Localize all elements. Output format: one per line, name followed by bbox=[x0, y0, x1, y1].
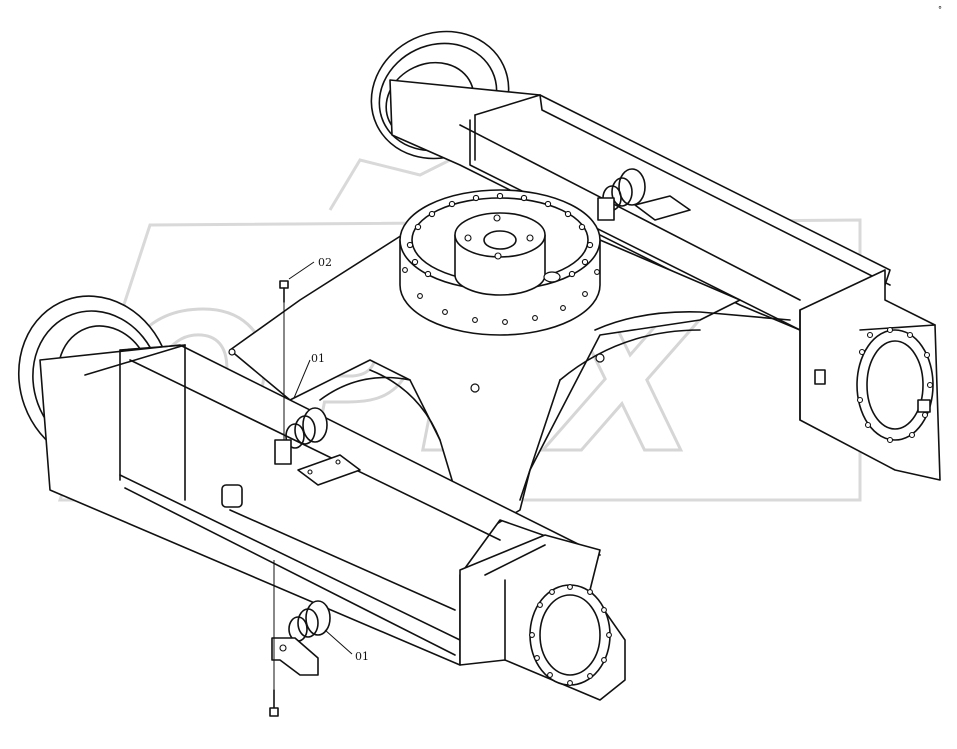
carrier-roller-front bbox=[274, 407, 328, 465]
bolt-upper bbox=[279, 280, 289, 303]
slewing-ring bbox=[399, 189, 601, 336]
callout-01-carrier-roller-exploded: 01 bbox=[355, 650, 369, 663]
center-frame bbox=[228, 229, 791, 541]
corner-mark: ° bbox=[938, 5, 942, 14]
drive-housing-rear bbox=[799, 269, 941, 481]
bolt-lower bbox=[269, 689, 279, 717]
carrier-roller-rear bbox=[597, 168, 691, 221]
drive-housing-front bbox=[459, 534, 626, 701]
callout-01-carrier-roller: 01 bbox=[311, 352, 325, 365]
callout-02-bolt: 02 bbox=[318, 256, 332, 269]
carrier-roller-exploded bbox=[271, 600, 331, 676]
slewing-ring-bolts bbox=[402, 192, 600, 325]
leader-lines bbox=[273, 261, 353, 690]
